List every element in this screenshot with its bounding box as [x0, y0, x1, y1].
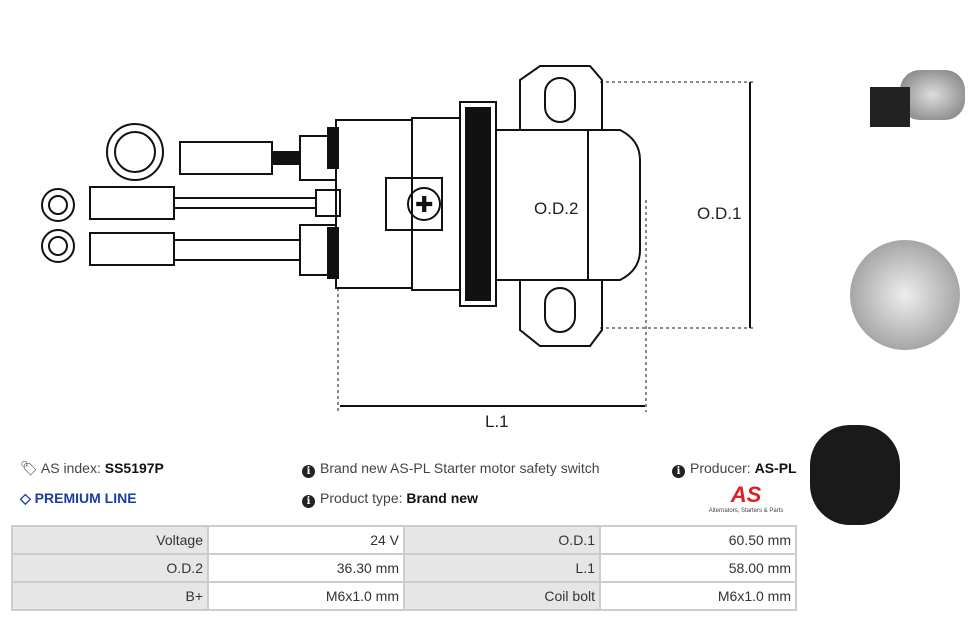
spec-label: O.D.1	[403, 525, 601, 555]
spec-value: 58.00 mm	[599, 553, 797, 583]
svg-text:✚: ✚	[415, 192, 433, 217]
tag-icon: 🏷	[20, 460, 38, 476]
diamond-icon: ◇	[20, 490, 31, 506]
ring-terminal-1	[41, 188, 75, 222]
product-photo-1[interactable]	[800, 5, 970, 130]
premium-line-badge[interactable]: ◇ PREMIUM LINE	[20, 490, 137, 506]
product-photo-2[interactable]	[805, 140, 970, 360]
l1-label: L.1	[485, 412, 509, 431]
info-icon: i	[672, 465, 685, 478]
info-icon: i	[302, 495, 315, 508]
spec-value: 36.30 mm	[207, 553, 405, 583]
spec-value: 60.50 mm	[599, 525, 797, 555]
info-icon: i	[302, 465, 315, 478]
spec-value: 24 V	[207, 525, 405, 555]
spec-value: M6x1.0 mm	[599, 581, 797, 611]
spec-label: Voltage	[11, 525, 209, 555]
spec-label: L.1	[403, 553, 601, 583]
od2-label: O.D.2	[534, 199, 578, 218]
technical-drawing: ✚ O.D.2 O.D.1 L.1	[41, 65, 756, 431]
ring-terminal-2	[41, 229, 75, 263]
spec-value: M6x1.0 mm	[207, 581, 405, 611]
ring-terminal-large	[106, 123, 164, 181]
as-index: 🏷 AS index: SS5197P	[20, 460, 164, 476]
as-pl-logo: AS Alternators, Starters & Parts	[708, 482, 784, 514]
spec-label: Coil bolt	[403, 581, 601, 611]
product-photo-3[interactable]	[805, 375, 970, 535]
spec-label: O.D.2	[11, 553, 209, 583]
spec-label: B+	[11, 581, 209, 611]
od1-label: O.D.1	[697, 204, 741, 223]
